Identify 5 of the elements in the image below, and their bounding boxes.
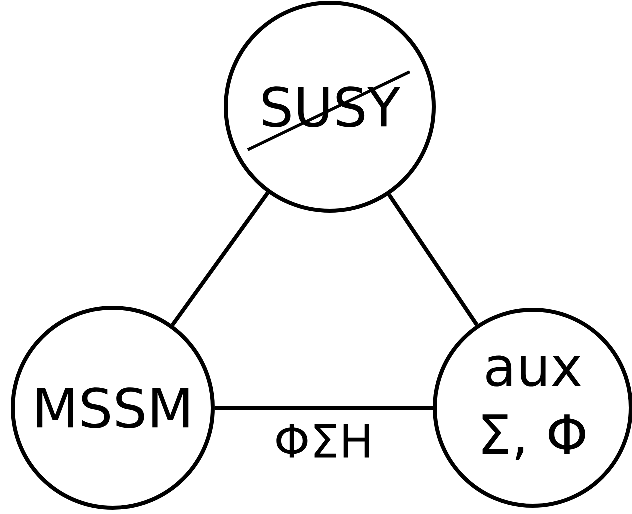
edge-label: ΦΣH <box>276 424 370 458</box>
circle-node: MSSM <box>11 306 215 510</box>
connector-line <box>388 194 479 326</box>
connector-line <box>215 406 433 410</box>
connector-line <box>171 192 270 326</box>
